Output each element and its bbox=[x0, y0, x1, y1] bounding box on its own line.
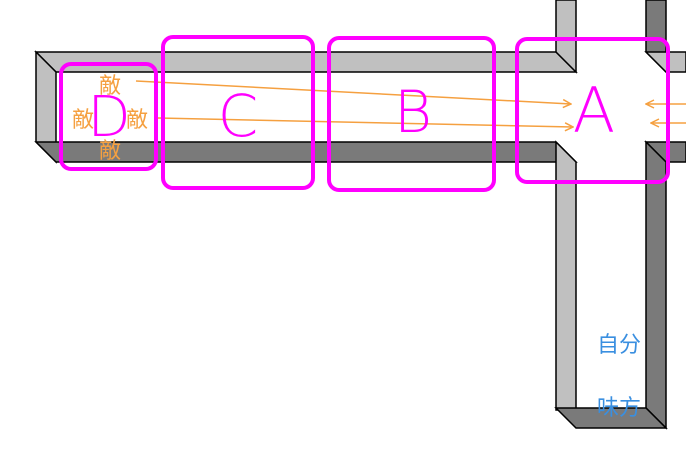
zone-d-box bbox=[59, 62, 158, 171]
zone-a-box bbox=[515, 37, 670, 184]
zone-outlines bbox=[59, 35, 670, 192]
enemy-labels: 敵 敵 敵 敵 bbox=[72, 74, 148, 164]
enemy-arrow-right bbox=[157, 117, 573, 127]
enemy-left-label: 敵 bbox=[72, 108, 94, 133]
enemy-top-label: 敵 bbox=[99, 74, 121, 99]
zone-letters: D C B A bbox=[87, 74, 615, 150]
ally-labels: 自分 味方 bbox=[597, 333, 641, 421]
vertical-bottom-cap bbox=[554, 407, 668, 429]
enemy-right-label: 敵 bbox=[126, 108, 148, 133]
zone-b-box bbox=[327, 36, 496, 192]
vertical-up-left-wall bbox=[555, 0, 577, 74]
self-label: 自分 bbox=[597, 333, 641, 358]
zone-b-label: B bbox=[394, 78, 432, 146]
zone-c-label: C bbox=[218, 82, 259, 150]
vertical-down-right-wall bbox=[645, 140, 667, 430]
zone-c-box bbox=[161, 35, 315, 190]
enemy-bottom-label: 敵 bbox=[99, 139, 121, 164]
corridor-walls bbox=[34, 0, 686, 430]
ally-label: 味方 bbox=[597, 396, 641, 421]
enemy-arrow-top bbox=[135, 80, 571, 104]
zone-a-label: A bbox=[573, 74, 615, 147]
zone-d-label: D bbox=[87, 85, 130, 150]
